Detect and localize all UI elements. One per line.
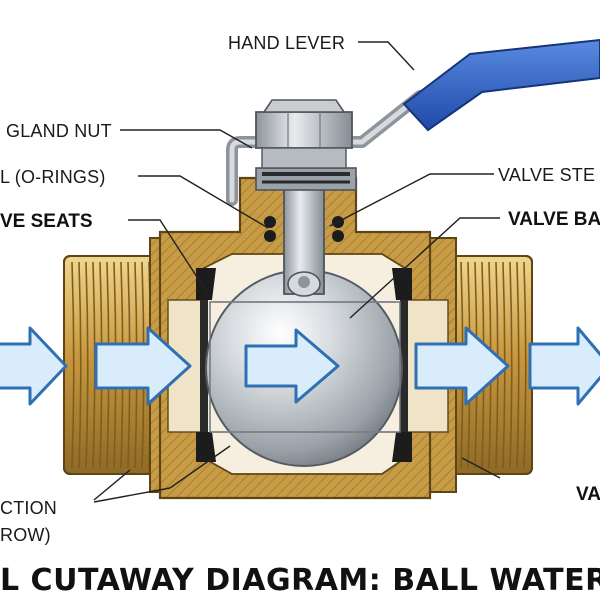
label-o-rings: L (O-RINGS) [0,167,106,187]
diagram-title: L CUTAWAY DIAGRAM: BALL WATER SHU [0,563,600,598]
label-valve-seats: VE SEATS [0,211,93,232]
label-valve-ball: VALVE BA [508,209,600,230]
thread-ridge [85,261,89,469]
flow-arrow-1 [0,326,68,406]
gland-nut [255,167,357,191]
label-flow-direction-line1: CTION [0,498,57,518]
label-valve-body: VA [576,484,600,505]
label-flow-direction-line2: ROW) [0,525,51,545]
leader-lines [93,41,501,503]
thread-ridge [516,261,520,469]
flow-arrow-3 [244,328,340,404]
label-gland-nut: GLAND NUT [6,121,112,141]
labels: HAND LEVER GLAND NUT L (O-RINGS) VALVE S… [0,33,600,545]
label-valve-stem: VALVE STE [498,165,595,185]
valve-stem [283,175,325,297]
o-rings [264,216,344,242]
thread-ridge [71,261,75,469]
flow-arrow-5 [528,326,600,406]
thread-ridge [509,261,513,469]
thread-ridge [78,261,82,469]
flow-arrow-2 [94,326,192,406]
valve-seats [196,268,412,462]
label-hand-lever: HAND LEVER [228,33,345,53]
flow-arrow-4 [414,326,510,406]
flow-arrows [0,326,600,406]
thread-ridge [523,261,527,469]
